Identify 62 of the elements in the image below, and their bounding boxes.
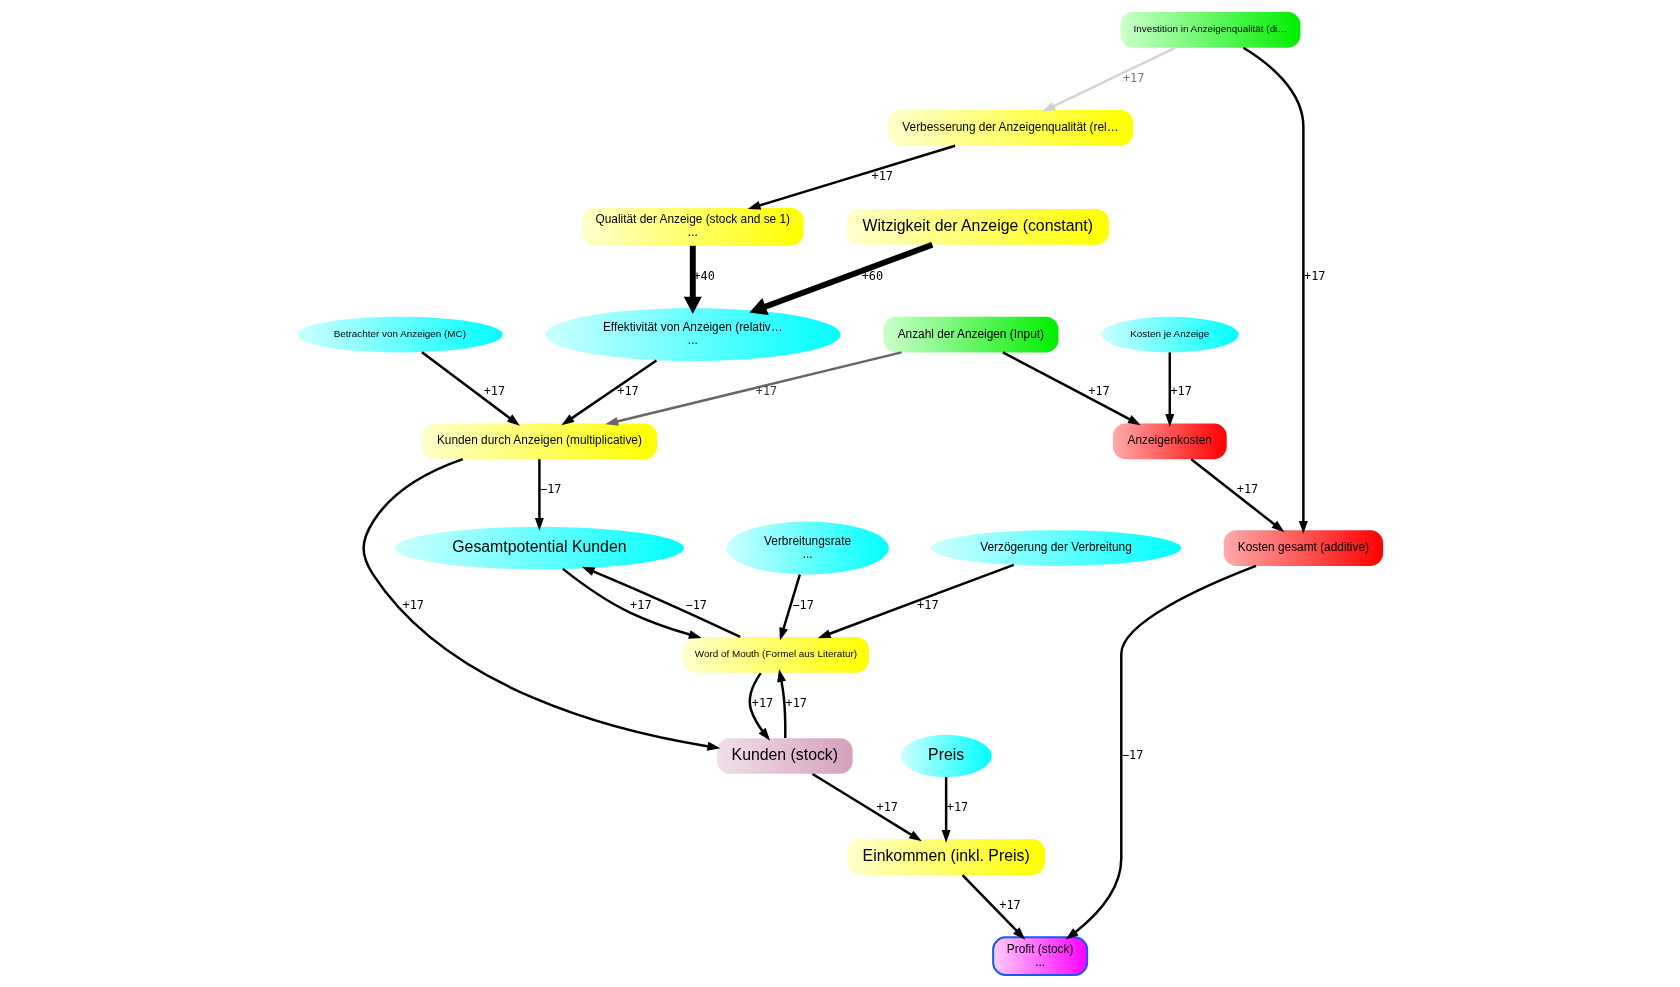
edge-label: +17 xyxy=(785,695,807,710)
arrow xyxy=(605,351,902,426)
arrow xyxy=(421,351,520,426)
node-ellipse: Gesamtpotential Kunden xyxy=(394,526,685,570)
edge-label: +17 xyxy=(999,898,1021,913)
edge-label: +17 xyxy=(402,597,424,612)
arrow xyxy=(1002,351,1141,426)
node-box: Verbesserung der Anzeigenqualität (rel… xyxy=(887,110,1134,146)
arrow xyxy=(749,241,934,316)
arrow xyxy=(562,567,702,639)
edge-label: +17 xyxy=(946,800,969,815)
edge-label: +17 xyxy=(876,800,898,815)
node-box: Anzeigenkosten xyxy=(1112,423,1227,460)
node-ellipse: Effektivität von Anzeigen (relativ… ... xyxy=(544,308,841,362)
node-box: Kosten gesamt (additive) xyxy=(1223,530,1384,566)
arrow xyxy=(747,144,956,210)
node-ellipse: Kosten je Anzeige xyxy=(1100,316,1239,353)
arrow xyxy=(941,777,951,843)
arrow xyxy=(1065,564,1257,940)
arrow xyxy=(777,669,787,739)
arrow xyxy=(362,458,721,751)
edge-label: +17 xyxy=(483,384,506,399)
arrow xyxy=(1042,46,1176,112)
node-ellipse: Preis xyxy=(900,734,992,778)
node-box: Kunden (stock) xyxy=(717,738,853,774)
edge-label: −17 xyxy=(792,597,814,612)
edge-label: +17 xyxy=(617,384,639,399)
edge-label: −17 xyxy=(685,597,707,612)
node-ellipse: Betrachter von Anzeigen (MC) xyxy=(296,316,503,353)
arrow xyxy=(1242,46,1308,534)
node-box: Word of Mouth (Formel aus Literatur) xyxy=(682,637,869,673)
node-box: Anzahl der Anzeigen (Input) xyxy=(883,316,1059,353)
edge-label: +17 xyxy=(917,597,939,612)
arrow xyxy=(779,574,802,641)
edge-label: +60 xyxy=(861,268,884,283)
node-box: Qualität der Anzeige (stock and se 1) ... xyxy=(581,208,804,246)
node-box: Investition in Anzeigenqualität (di… xyxy=(1120,12,1301,48)
node-box: Einkommen (inkl. Preis) xyxy=(847,839,1046,875)
arrow xyxy=(561,359,658,426)
arrow xyxy=(811,772,922,842)
arrow xyxy=(1165,352,1175,427)
arrow xyxy=(534,459,544,531)
arrow xyxy=(817,563,1015,639)
arrow xyxy=(683,245,702,314)
edge-label: +17 xyxy=(871,168,894,183)
node-ellipse: Verzögerung der Verbreitung xyxy=(930,530,1182,566)
edge-label: +17 xyxy=(630,597,652,612)
edge-label: +17 xyxy=(751,695,774,710)
node-box: Kunden durch Anzeigen (multiplicative) xyxy=(421,423,658,460)
node-box: Witzigkeit der Anzeige (constant) xyxy=(846,209,1109,245)
node-ellipse: Verbreitungsrate ... xyxy=(726,521,889,575)
arrow xyxy=(748,672,771,741)
edge-label: +17 xyxy=(755,384,778,399)
arrow xyxy=(581,566,741,639)
node-box: Profit (stock) ... xyxy=(992,936,1089,976)
edge-label: +17 xyxy=(1088,384,1110,399)
arrow xyxy=(1190,458,1285,533)
arrow xyxy=(961,874,1026,940)
edge-label: +17 xyxy=(1122,70,1145,85)
edge-label: +17 xyxy=(1170,384,1192,399)
edge-label: +17 xyxy=(1236,482,1259,497)
edge-label: −17 xyxy=(1121,748,1144,763)
